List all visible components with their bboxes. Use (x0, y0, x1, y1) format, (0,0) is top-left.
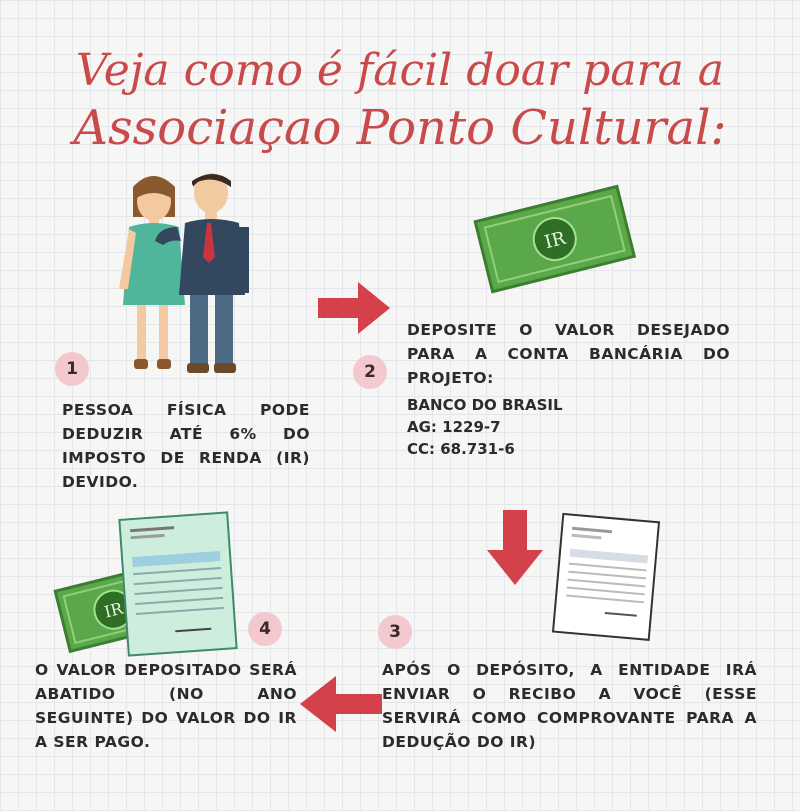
green-receipt-icon (118, 511, 238, 657)
bank-agency: AG: 1229-7 (407, 418, 501, 436)
step-3-badge: 3 (378, 615, 412, 649)
couple-illustration (119, 173, 249, 373)
bank-details: BANCO DO BRASIL AG: 1229-7 CC: 68.731-6 (407, 394, 563, 460)
bank-account: CC: 68.731-6 (407, 440, 515, 458)
step-1-badge: 1 (55, 352, 89, 386)
ir-bill-icon: IR (473, 184, 637, 294)
step-2-text: DEPOSITE O VALOR DESEJADO PARA A CONTA B… (407, 321, 730, 387)
step-4-text: O VALOR DEPOSITADO SERÁ ABATIDO (NO ANO … (35, 661, 297, 751)
arrow-left-icon (300, 676, 382, 732)
step-4-badge: 4 (248, 612, 282, 646)
title-line-1: Veja como é fácil doar para a (75, 45, 725, 96)
woman-figure (119, 176, 185, 369)
arrow-right-icon (318, 282, 390, 334)
title-line-2: Associaçao Ponto Cultural: (73, 100, 727, 156)
bill-label-2: IR (102, 598, 125, 621)
step-3-text: APÓS O DEPÓSITO, A ENTIDADE IRÁ ENVIAR O… (382, 661, 757, 751)
receipt-icon (551, 512, 661, 641)
step-2-badge: 2 (353, 355, 387, 389)
step-1-text: PESSOA FÍSICA PODE DEDUZIR ATÉ 6% DO IMP… (62, 401, 310, 491)
arrow-down-icon (487, 510, 543, 585)
bank-name: BANCO DO BRASIL (407, 396, 563, 414)
man-figure (155, 173, 249, 373)
